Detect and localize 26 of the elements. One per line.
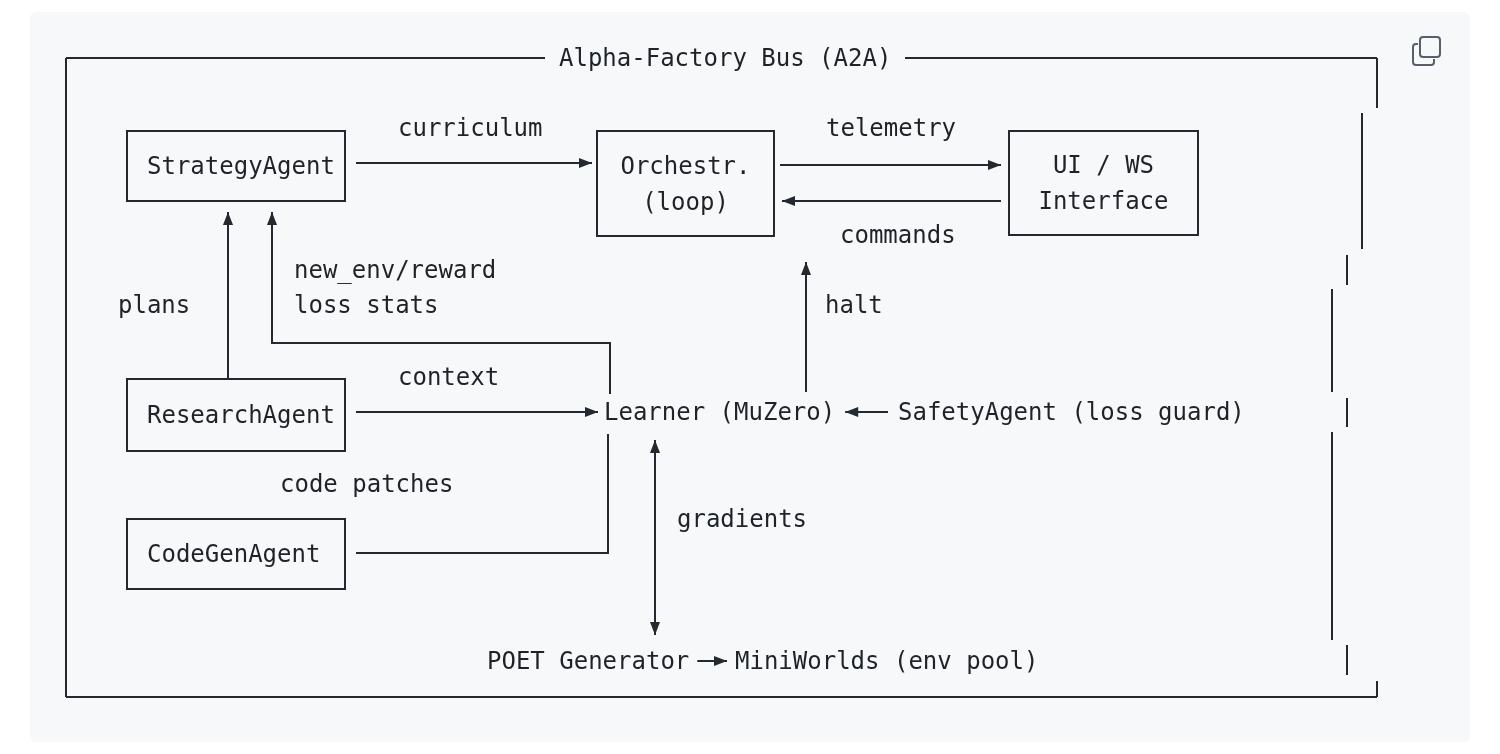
- component-box: [1008, 130, 1199, 236]
- component-box: [126, 518, 346, 590]
- box-label: StrategyAgent: [147, 151, 335, 182]
- arrow: [355, 158, 593, 168]
- component-box: [126, 130, 346, 202]
- box-label: ResearchAgent: [147, 400, 335, 431]
- arrow: [223, 211, 233, 379]
- box-label: Orchestr. (loop): [619, 150, 752, 218]
- node-label: Learner (MuZero): [604, 394, 836, 430]
- arrow: [696, 656, 728, 666]
- arrow: [267, 211, 611, 395]
- node-label: POET Generator: [487, 643, 690, 679]
- arrow: [779, 160, 1002, 170]
- arrow: [844, 407, 889, 417]
- component-box: [596, 130, 775, 237]
- arrow: [801, 261, 811, 393]
- arrow: [781, 196, 1002, 206]
- box-label: UI / WS Interface: [1037, 150, 1170, 217]
- double-arrow: [650, 439, 660, 636]
- arrow: [355, 407, 599, 417]
- node-label: SafetyAgent (loss guard): [898, 394, 1245, 430]
- box-label: CodeGenAgent: [147, 539, 321, 570]
- node-label: MiniWorlds (env pool): [735, 643, 1039, 679]
- component-box: [126, 378, 346, 452]
- frame-title: Alpha‑Factory Bus (A2A): [559, 43, 892, 74]
- connector-line: [355, 433, 609, 554]
